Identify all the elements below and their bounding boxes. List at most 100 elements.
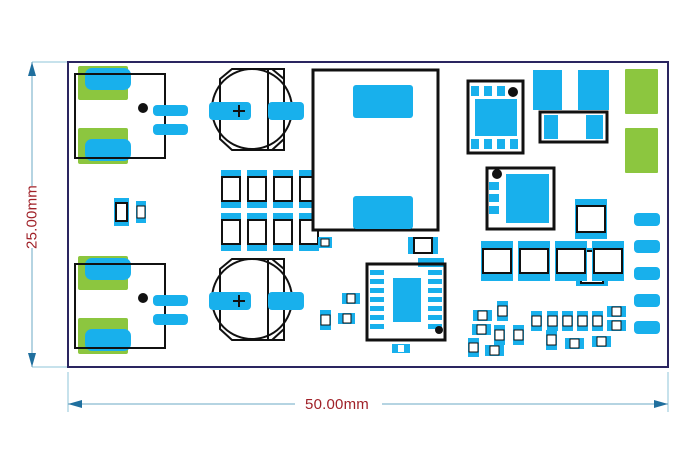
soic8-pin-top-3 <box>497 86 505 96</box>
large-module-ic <box>311 68 440 232</box>
top-right-passive-cluster <box>533 70 609 144</box>
smd-under-module-a-body <box>413 237 433 254</box>
soic8-thermal-pad <box>475 99 517 136</box>
edge-pad-1 <box>634 213 660 226</box>
qfp-pin-r6 <box>428 315 442 320</box>
qfp-bottom-tab-body <box>398 345 404 352</box>
mlcc-r2c1-body <box>221 219 241 245</box>
qfp-pin-r1 <box>428 270 442 275</box>
soic8-pin-top-2 <box>484 86 492 96</box>
tr-pad-block-2 <box>578 70 609 110</box>
smd-bl-7-body <box>489 345 500 356</box>
qfp-center-pad <box>393 278 421 322</box>
smd-bl-3-body <box>476 324 487 335</box>
tr-component-pad-right <box>586 115 603 139</box>
connector-pad-blue-bottom <box>85 139 131 161</box>
edge-pad-3 <box>634 267 660 280</box>
dimension-height-label: 25.00mm <box>23 185 41 249</box>
bottom-smd-cluster-left <box>468 301 524 357</box>
smd-bl-5-body <box>513 329 524 341</box>
inductor-top-pad-right <box>268 102 304 120</box>
connector2-pin1-dot <box>138 293 148 303</box>
br-cap-1-body <box>482 248 512 274</box>
smd-bl-6-body <box>468 342 479 353</box>
qfn-right-pin-2 <box>489 194 499 202</box>
qfp-outline <box>365 262 447 342</box>
edge-pad-4 <box>634 294 660 307</box>
qfp-pin-r7 <box>428 324 442 329</box>
qfp-pin-l1 <box>370 270 384 275</box>
edge-pad-2 <box>634 240 660 253</box>
mlcc-r1c1-body <box>221 176 241 202</box>
smd-br-7-body <box>611 320 622 331</box>
smd-br-6-body <box>611 306 622 317</box>
soic8-pin-bottom-4 <box>510 139 518 149</box>
soic8-ic-top-right <box>466 79 525 155</box>
mlcc-r2c2-body <box>247 219 267 245</box>
qfn-right-pin-3 <box>489 206 499 214</box>
qfp-pin-r3 <box>428 288 442 293</box>
bottom-right-cap-row <box>481 241 624 281</box>
qfp-pin-l7 <box>370 324 384 329</box>
smd-br-9-body <box>569 338 580 349</box>
soic8-pin1-dot <box>508 87 518 97</box>
soic8-pin-bottom-1 <box>471 139 479 149</box>
br-cap-3-body <box>556 248 586 274</box>
connector-signal-pad-2 <box>153 124 188 135</box>
inductor-top <box>209 68 304 151</box>
qfn-ic-right <box>485 166 556 231</box>
green-pad-bottom-right <box>625 128 658 173</box>
qfn-right-pin1-dot <box>492 169 502 179</box>
qfp-pin-l3 <box>370 288 384 293</box>
mlcc-r1c3-body <box>273 176 293 202</box>
soic8-pin-bottom-3 <box>497 139 505 149</box>
dim-arrow-right <box>654 400 668 408</box>
connector2-pad-blue-top <box>85 258 131 280</box>
connector-signal-pad-1 <box>153 105 188 116</box>
connector-pin1-dot <box>138 103 148 113</box>
dimension-width-label: 50.00mm <box>305 396 369 413</box>
module-ic-pad-bottom <box>353 196 413 229</box>
edge-pad-column <box>634 213 660 334</box>
qfp-pin-l2 <box>370 279 384 284</box>
soic8-pin-top-1 <box>471 86 479 96</box>
smd-br-1-body <box>531 315 542 327</box>
smd-cap-left-a-body <box>115 202 128 222</box>
qfn-right-pin-1 <box>489 182 499 190</box>
inductor-bottom-pad-right <box>268 292 304 310</box>
smd-br-2-body <box>547 315 558 327</box>
r-passive-1-body <box>576 205 606 233</box>
connector2-pad-blue-bottom <box>85 329 131 351</box>
qfp-pin-r5 <box>428 306 442 311</box>
tr-component-pad-left <box>544 115 558 139</box>
dim-arrow-bottom <box>28 353 36 367</box>
qfp-pin1-dot <box>435 326 443 334</box>
smd-res-left-b-body <box>136 205 146 219</box>
small-parts-left-middle <box>114 198 146 226</box>
inductor-top-pad-left <box>209 102 251 120</box>
smd-br-8-body <box>546 334 557 346</box>
smd-bl-4-body <box>494 329 505 341</box>
soic8-pin-bottom-2 <box>484 139 492 149</box>
qfp-pin-l4 <box>370 297 384 302</box>
edge-pad-5 <box>634 321 660 334</box>
qfn-right-thermal-pad <box>506 174 549 223</box>
qfp-pin-l5 <box>370 306 384 311</box>
mlcc-r2c3-body <box>273 219 293 245</box>
dimension-annotations <box>28 61 669 412</box>
soic8-outline <box>466 79 525 155</box>
smd-qfp-left-2-body <box>320 314 331 326</box>
qfp-ic-bottom-center <box>365 262 447 353</box>
connector-top-left <box>74 66 188 164</box>
qfp-pin-r2 <box>428 279 442 284</box>
smd-qfp-left-1-body <box>346 293 356 304</box>
tr-component-outline <box>538 110 609 144</box>
qfp-pin-r4 <box>428 297 442 302</box>
smd-br-5-body <box>592 315 603 327</box>
inductor-bottom <box>209 258 304 341</box>
br-cap-4-body <box>593 248 623 274</box>
qfp-pin-l6 <box>370 315 384 320</box>
dim-arrow-left <box>68 400 82 408</box>
tr-pad-block-1 <box>533 70 562 110</box>
connector2-signal-pad-1 <box>153 295 188 306</box>
